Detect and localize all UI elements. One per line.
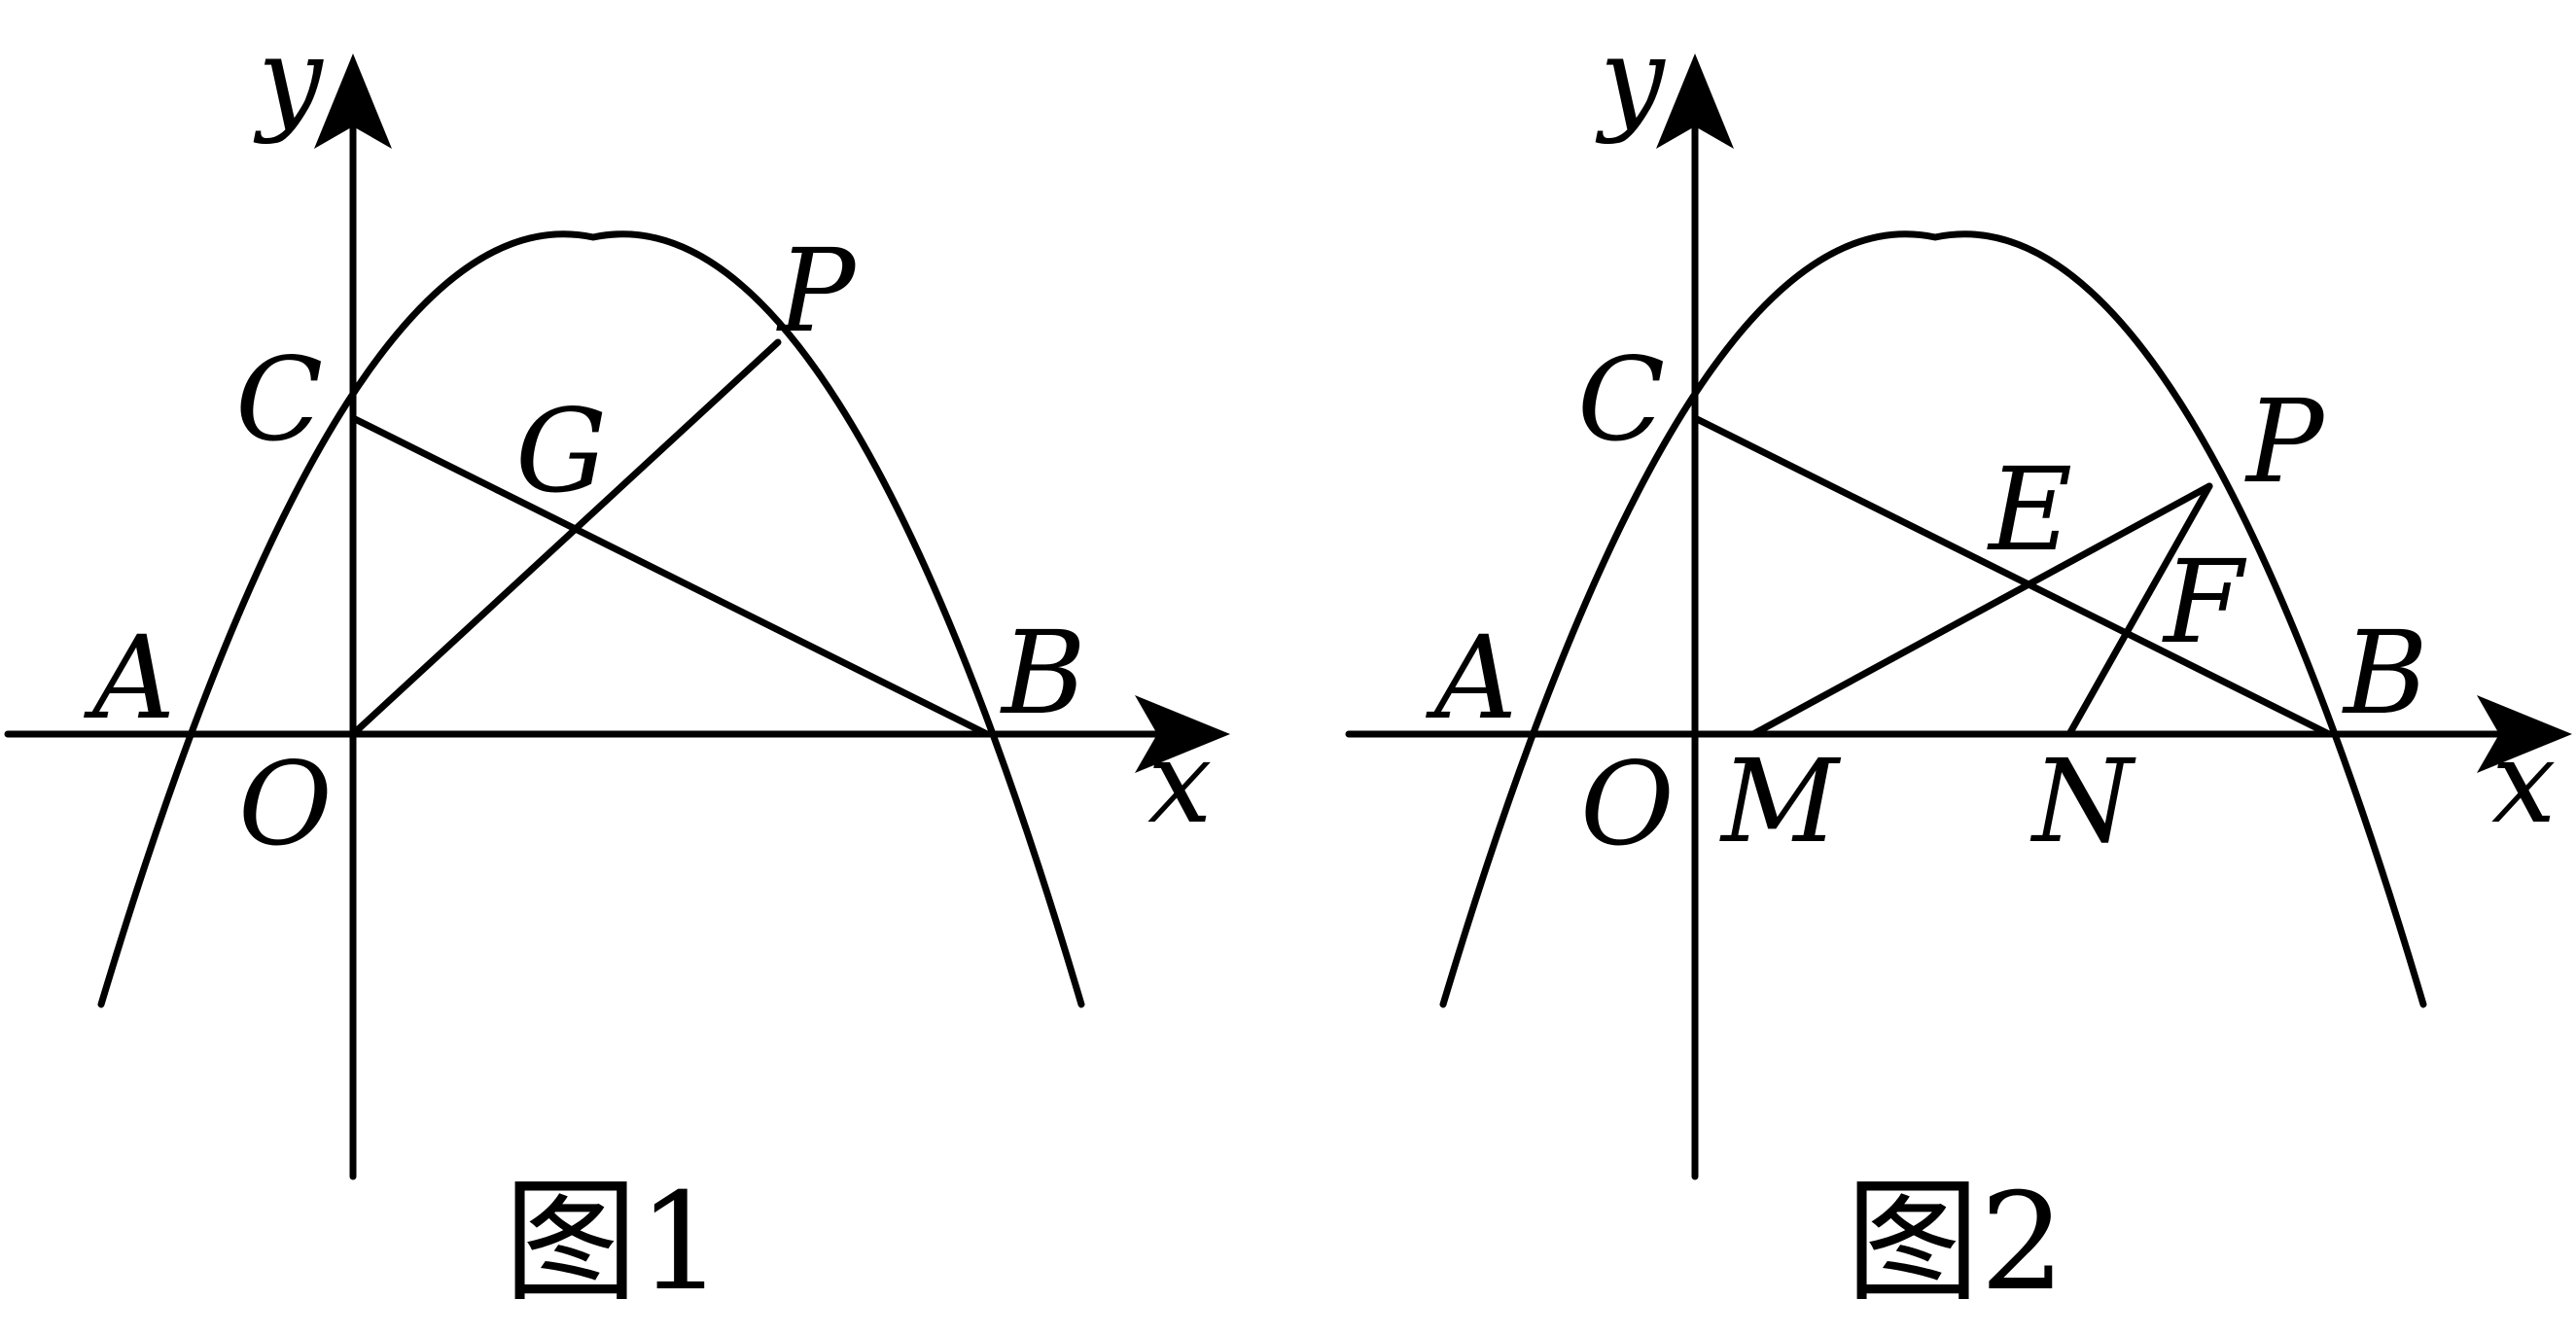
fig1-y-axis-arrowhead [314, 53, 392, 149]
fig1-label-P: P [776, 224, 858, 358]
fig1-segment-OP [349, 338, 782, 738]
fig1-label-C: C [235, 333, 323, 467]
fig1-label-G: G [515, 384, 607, 518]
figure-1: y x O A B C P G 图1 [4, 12, 1230, 1320]
figure-2: y x O A B C P E F M N 图2 [1345, 12, 2572, 1320]
fig2-label-y: y [1595, 12, 1666, 146]
fig2-segment-CB [1691, 414, 2333, 738]
fig2-label-P: P [2244, 374, 2326, 509]
fig1-label-x: x [1147, 715, 1213, 849]
fig1-label-A: A [84, 611, 175, 745]
fig2-label-N: N [2029, 734, 2136, 868]
fig2-label-M: M [1719, 734, 1842, 868]
fig2-segment-MP [1749, 482, 2213, 738]
fig2-label-F: F [2162, 535, 2247, 669]
fig2-y-axis-arrowhead [1656, 53, 1734, 149]
fig1-x-axis-arrowhead [1135, 695, 1230, 773]
fig1-label-y: y [253, 12, 324, 146]
fig2-segment-NP [2065, 482, 2213, 738]
fig2-label-C: C [1577, 333, 1665, 467]
fig2-x-axis-arrowhead [2477, 695, 2572, 773]
fig2-parabola [1439, 230, 2427, 1008]
fig2-label-O: O [1580, 737, 1675, 871]
fig1-label-O: O [238, 737, 333, 871]
fig2-caption: 图2 [1846, 1164, 2065, 1320]
fig1-segment-CB [349, 414, 991, 738]
fig1-caption: 图1 [504, 1164, 723, 1320]
fig2-label-A: A [1426, 611, 1517, 745]
fig2-label-x: x [2491, 715, 2557, 849]
fig1-parabola [97, 230, 1085, 1008]
fig1-label-B: B [1000, 606, 1086, 740]
fig2-label-E: E [1987, 442, 2072, 577]
fig2-label-B: B [2342, 606, 2428, 740]
